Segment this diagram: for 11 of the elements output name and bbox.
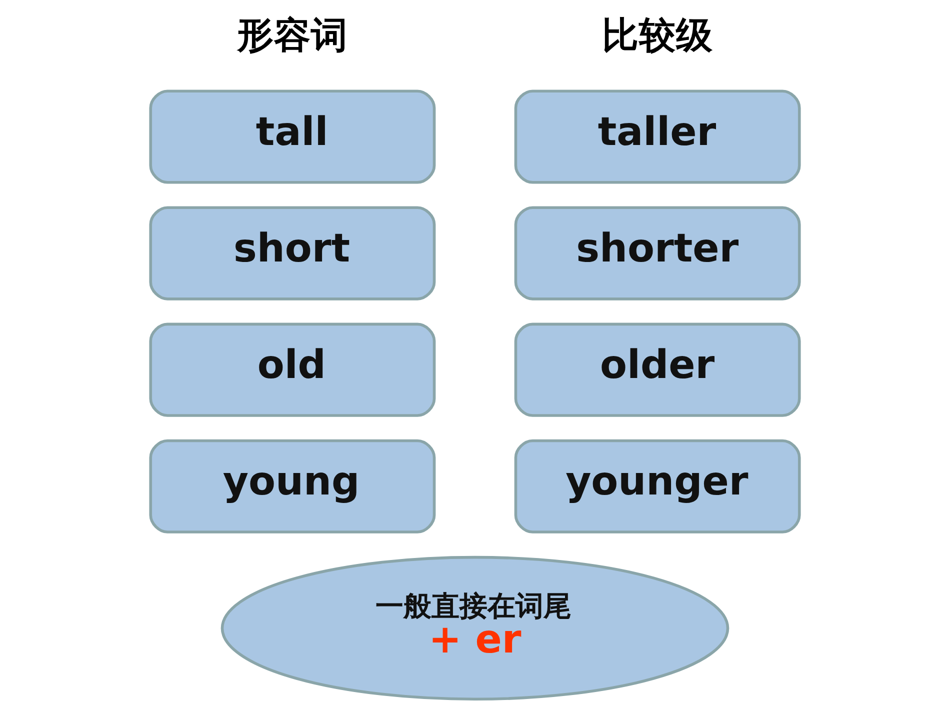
node-box: shorter	[514, 206, 801, 300]
label: 形容词	[236, 13, 348, 56]
node-box: younger	[514, 439, 801, 534]
node-box: older	[514, 322, 801, 417]
node-box: short	[149, 206, 436, 300]
node-box: young	[149, 439, 436, 534]
node-ellipse: 一般直接在词尾 + er	[220, 556, 730, 701]
node-box: old	[149, 322, 436, 417]
node-box: taller	[514, 90, 801, 184]
node-box: tall	[149, 90, 436, 184]
label: 比较级	[602, 13, 714, 56]
